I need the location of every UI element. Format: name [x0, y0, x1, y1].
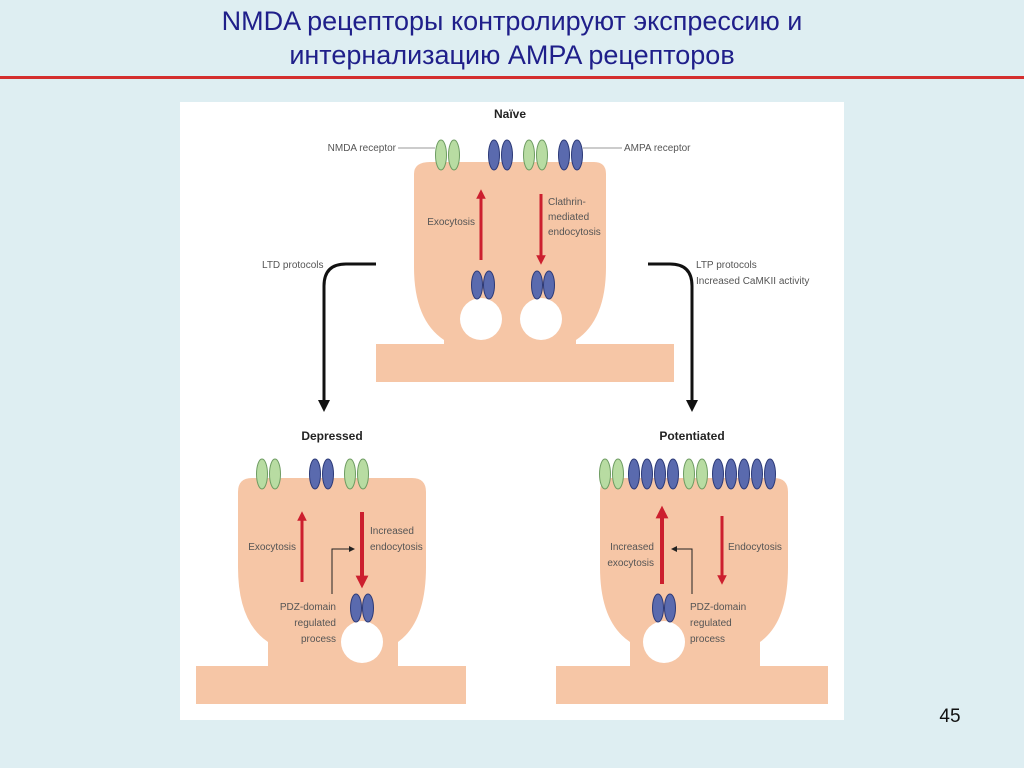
naive-internal-receptors	[471, 270, 555, 300]
diagram-canvas: Naïve NMDA receptor AMPA receptor Exocyt…	[196, 107, 828, 704]
ampa-receptor-icon	[664, 593, 676, 623]
potentiated-pdz-label-line-1: PDZ-domain	[690, 602, 746, 613]
ltd-protocols-label: LTD protocols	[262, 260, 324, 271]
depressed-spine	[196, 478, 466, 704]
depressed-pdz-label-line-3: process	[301, 634, 336, 645]
ampa-receptor-icon	[652, 593, 664, 623]
depressed-endocytosis-label-line-1: Increased	[370, 526, 414, 537]
depressed-vesicle	[341, 621, 383, 663]
naive-panel: Naïve NMDA receptor AMPA receptor Exocyt…	[328, 107, 691, 382]
potentiated-heading: Potentiated	[659, 429, 724, 443]
nmda-receptor-icon	[599, 458, 611, 490]
title-divider	[0, 76, 1024, 79]
nmda-receptor-icon	[256, 458, 268, 490]
ampa-receptor-icon	[764, 458, 776, 490]
naive-membrane-receptors	[435, 139, 583, 171]
potentiated-pdz-label-line-2: regulated	[690, 618, 732, 629]
nmda-receptor-icon	[357, 458, 369, 490]
ampa-receptor-icon	[667, 458, 679, 490]
depressed-pdz-arrow	[331, 546, 355, 594]
nmda-receptor-icon	[448, 139, 460, 171]
depressed-internal-receptors	[350, 593, 374, 623]
title-line-2: интернализацию AMPA рецепторов	[289, 40, 735, 70]
ampa-receptor-icon	[558, 139, 570, 171]
potentiated-pdz-arrow	[671, 546, 693, 594]
naive-endocytosis-label-line-1: Clathrin-	[548, 197, 586, 208]
ampa-receptor-icon	[501, 139, 513, 171]
ampa-receptor-icon	[350, 593, 362, 623]
ampa-receptor-icon	[641, 458, 653, 490]
title-line-1: NMDA рецепторы контролируют экспрессию и	[221, 6, 803, 36]
ampa-receptor-icon	[712, 458, 724, 490]
potentiated-membrane-receptors	[599, 458, 776, 490]
ampa-receptor-label: AMPA receptor	[624, 143, 691, 154]
ampa-receptor-icon	[543, 270, 555, 300]
depressed-pdz-label-line-1: PDZ-domain	[280, 602, 336, 613]
potentiated-endocytosis-label: Endocytosis	[728, 542, 782, 553]
naive-heading: Naïve	[494, 107, 526, 121]
receptor-diagram: Naïve NMDA receptor AMPA receptor Exocyt…	[180, 102, 844, 720]
depressed-exocytosis-label: Exocytosis	[248, 542, 296, 553]
depressed-pdz-label-line-2: regulated	[294, 618, 336, 629]
ampa-receptor-icon	[571, 139, 583, 171]
nmda-receptor-icon	[523, 139, 535, 171]
ampa-receptor-icon	[483, 270, 495, 300]
nmda-receptor-icon	[269, 458, 281, 490]
ampa-receptor-icon	[531, 270, 543, 300]
nmda-receptor-icon	[696, 458, 708, 490]
ltp-arrow	[648, 262, 698, 412]
ampa-receptor-icon	[738, 458, 750, 490]
ltd-arrow	[318, 262, 376, 412]
ampa-receptor-icon	[488, 139, 500, 171]
naive-spine	[376, 162, 674, 382]
ampa-receptor-icon	[751, 458, 763, 490]
naive-vesicle-right	[520, 298, 562, 340]
potentiated-pdz-label-line-3: process	[690, 634, 725, 645]
depressed-heading: Depressed	[301, 429, 362, 443]
potentiated-internal-receptors	[652, 593, 676, 623]
potentiated-exocytosis-label-line-1: Increased	[610, 542, 654, 553]
depressed-endocytosis-label-line-2: endocytosis	[370, 542, 423, 553]
ampa-receptor-icon	[471, 270, 483, 300]
slide-title: NMDA рецепторы контролируют экспрессию и…	[0, 4, 1024, 72]
potentiated-exocytosis-label-line-2: exocytosis	[607, 558, 654, 569]
ltp-label-line-2: Increased CaMKII activity	[696, 276, 809, 287]
naive-endocytosis-label-line-2: mediated	[548, 212, 589, 223]
naive-exocytosis-label: Exocytosis	[427, 217, 475, 228]
ampa-receptor-icon	[362, 593, 374, 623]
nmda-receptor-icon	[344, 458, 356, 490]
ampa-receptor-icon	[725, 458, 737, 490]
naive-vesicle-left	[460, 298, 502, 340]
nmda-receptor-label: NMDA receptor	[328, 143, 397, 154]
ampa-receptor-icon	[309, 458, 321, 490]
nmda-receptor-icon	[683, 458, 695, 490]
ltp-label-line-1: LTP protocols	[696, 260, 757, 271]
nmda-receptor-icon	[536, 139, 548, 171]
nmda-receptor-icon	[612, 458, 624, 490]
transition-arrows: LTD protocols LTP protocols Increased Ca…	[262, 260, 809, 412]
ampa-receptor-icon	[628, 458, 640, 490]
naive-endocytosis-label-line-3: endocytosis	[548, 227, 601, 238]
depressed-membrane-receptors	[256, 458, 369, 490]
ampa-receptor-icon	[654, 458, 666, 490]
page-number: 45	[939, 706, 961, 727]
potentiated-vesicle	[643, 621, 685, 663]
nmda-receptor-icon	[435, 139, 447, 171]
ampa-receptor-icon	[322, 458, 334, 490]
potentiated-panel: Potentiated Increased exocytosis Endocyt…	[556, 429, 828, 704]
depressed-panel: Depressed Exocytosis Increased endocytos…	[196, 429, 466, 704]
